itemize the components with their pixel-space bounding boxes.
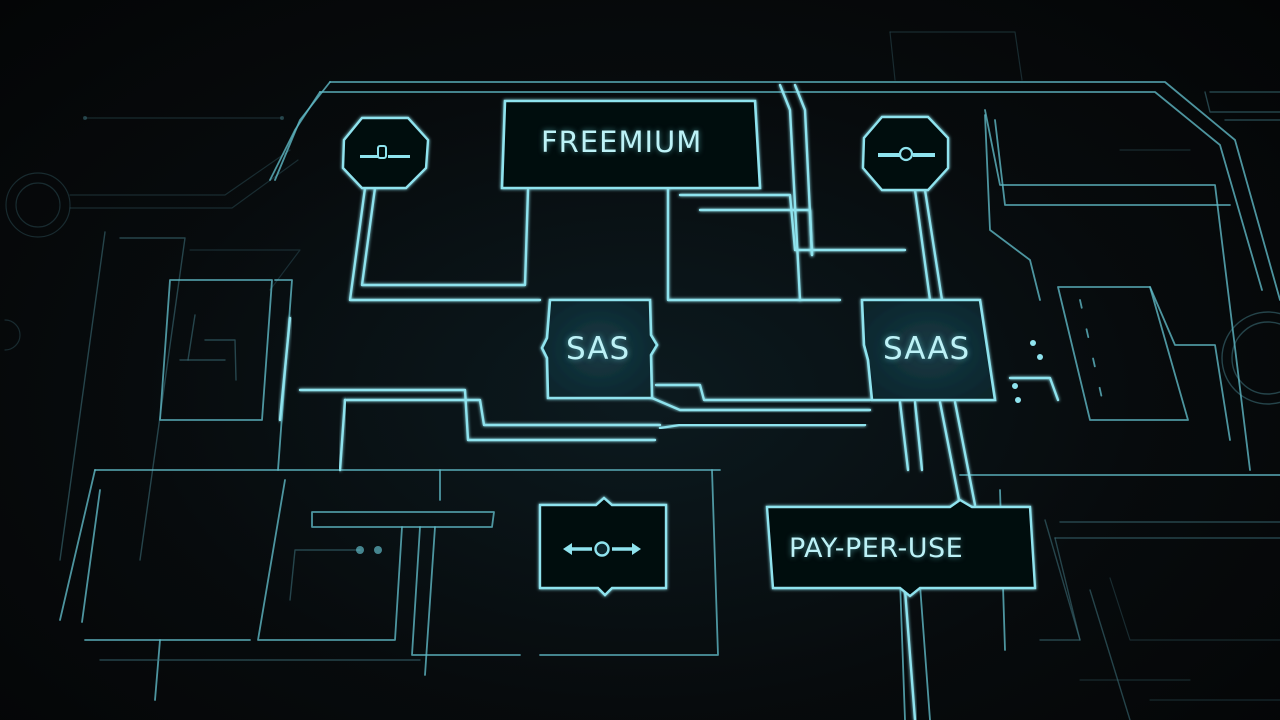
node-pay-per-use-label: PAY-PER-USE <box>789 533 964 564</box>
main-traces <box>278 83 1060 720</box>
node-sas-label: SAS <box>566 331 631 367</box>
node-left-octagon[interactable] <box>341 116 430 190</box>
connector-icon <box>878 146 935 162</box>
node-sas-shape[interactable] <box>540 298 659 400</box>
node-saas-label: SAAS <box>883 331 971 367</box>
node-pay-per-use-shape[interactable] <box>765 498 1037 598</box>
node-bottom-connector[interactable] <box>538 496 668 597</box>
node-freemium-label: FREEMIUM <box>541 125 703 159</box>
node-saas-shape[interactable] <box>860 298 997 402</box>
node-freemium-shape[interactable] <box>500 99 762 190</box>
double-arrow-connector-icon <box>563 541 641 557</box>
node-right-octagon[interactable] <box>861 115 950 192</box>
background-traces <box>4 31 1280 701</box>
connector-icon <box>360 145 410 159</box>
